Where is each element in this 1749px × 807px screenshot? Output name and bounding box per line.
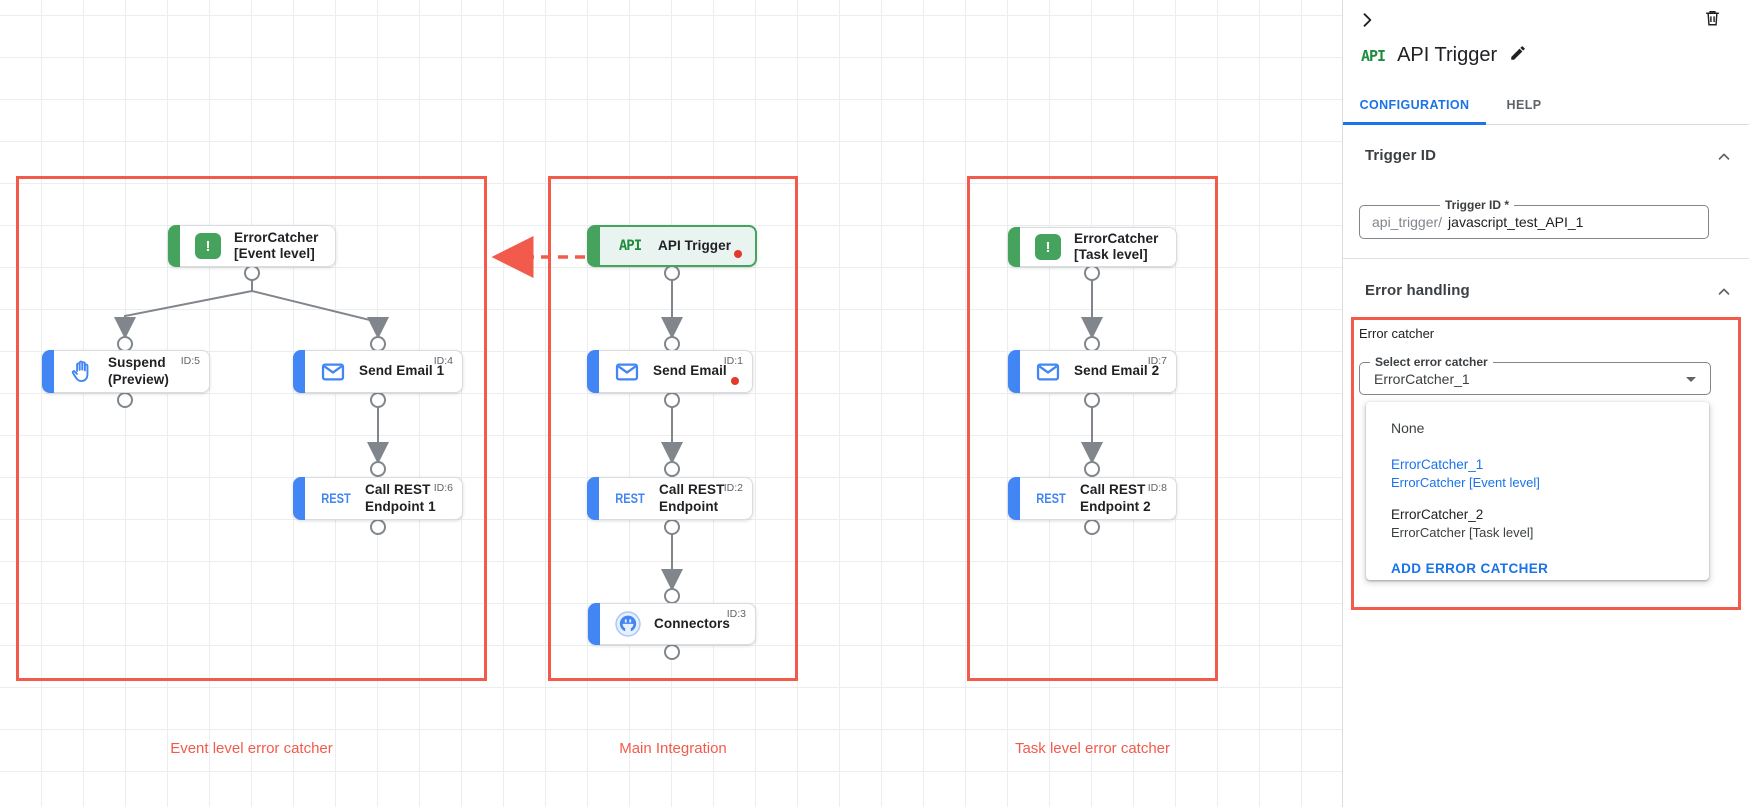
node-title: Send Email 1 <box>359 363 445 379</box>
node-send-email[interactable]: Send Email ID:1 <box>587 350 753 393</box>
error-catcher-icon: ! <box>1033 234 1063 260</box>
node-suspend-preview[interactable]: Suspend(Preview) ID:5 <box>42 350 210 393</box>
select-error-catcher-label: Select error catcher <box>1370 355 1493 369</box>
task-id-badge: ID:6 <box>433 482 453 494</box>
suspend-hand-icon <box>67 358 97 385</box>
dropdown-arrow-icon <box>1686 377 1696 382</box>
trigger-id-input[interactable]: Trigger ID * api_trigger/ javascript_tes… <box>1359 198 1709 239</box>
node-title: Connectors <box>654 615 731 631</box>
node-title: Send Email <box>653 363 727 379</box>
task-id-badge: ID:1 <box>723 355 743 367</box>
tab-configuration[interactable]: CONFIGURATION <box>1343 84 1486 125</box>
caption-main-integration: Main Integration <box>619 740 727 757</box>
email-icon <box>1033 359 1063 385</box>
rest-icon: REST <box>321 491 351 506</box>
rest-icon: REST <box>615 491 645 506</box>
collapse-error-handling-icon[interactable] <box>1715 283 1733 306</box>
node-title: API Trigger <box>658 237 732 253</box>
tab-help[interactable]: HELP <box>1506 97 1542 112</box>
node-accent-bar <box>1008 227 1020 267</box>
error-indicator-dot <box>731 377 739 385</box>
panel-title: API Trigger <box>1397 44 1498 66</box>
node-accent-bar <box>1008 477 1020 520</box>
node-accent-bar <box>1008 350 1020 393</box>
node-title: Call REST <box>1080 482 1146 498</box>
api-trigger-logo: API <box>1361 46 1386 65</box>
node-subtitle: Endpoint 2 <box>1080 498 1151 514</box>
collapse-panel-icon[interactable] <box>1357 10 1377 35</box>
node-accent-bar <box>588 226 600 266</box>
api-trigger-icon: API <box>618 238 642 254</box>
section-divider <box>1343 258 1749 259</box>
caption-task-level: Task level error catcher <box>1014 740 1171 757</box>
trigger-id-input-label: Trigger ID * <box>1440 198 1515 212</box>
node-accent-bar <box>168 225 180 267</box>
node-subtitle: Endpoint 1 <box>365 498 436 514</box>
node-title: Suspend <box>108 355 166 371</box>
node-subtitle: (Preview) <box>108 371 169 387</box>
add-error-catcher-button[interactable]: ADD ERROR CATCHER <box>1391 561 1549 576</box>
config-side-panel: API API Trigger CONFIGURATION HELP Trigg… <box>1342 0 1749 807</box>
node-accent-bar <box>42 350 54 393</box>
node-accent-bar <box>587 350 599 393</box>
node-subtitle: [Task level] <box>1074 247 1148 262</box>
caption-event-level: Event level error catcher <box>170 740 333 757</box>
select-error-catcher-value: ErrorCatcher_1 <box>1374 370 1470 387</box>
event-level-group-box <box>16 176 487 681</box>
node-errorcatcher-task-level[interactable]: ! ErrorCatcher[Task level] <box>1008 227 1177 267</box>
task-id-badge: ID:7 <box>1147 355 1167 367</box>
trigger-id-heading: Trigger ID <box>1365 147 1437 164</box>
node-title: Call REST <box>365 482 431 498</box>
collapse-trigger-id-icon[interactable] <box>1715 148 1733 171</box>
node-accent-bar <box>588 603 600 645</box>
node-title: ErrorCatcher <box>1074 230 1159 246</box>
trigger-id-value: javascript_test_API_1 <box>1448 214 1584 230</box>
error-catcher-menu: None ErrorCatcher_1 ErrorCatcher [Event … <box>1366 402 1709 580</box>
task-id-badge: ID:4 <box>433 355 453 367</box>
task-level-group-box <box>967 176 1218 681</box>
panel-tabs: CONFIGURATION HELP <box>1343 84 1749 125</box>
email-icon <box>318 359 348 385</box>
edit-title-pencil-icon[interactable] <box>1509 44 1527 67</box>
error-catcher-icon: ! <box>193 233 223 259</box>
node-subtitle: [Event level] <box>234 246 315 261</box>
node-accent-bar <box>587 477 599 520</box>
node-title: Call REST <box>659 482 725 498</box>
node-title: Send Email 2 <box>1074 363 1160 379</box>
error-handling-heading: Error handling <box>1365 282 1470 299</box>
node-title: ErrorCatcher <box>234 229 319 245</box>
task-id-badge: ID:8 <box>1147 482 1167 494</box>
task-id-badge: ID:5 <box>180 355 200 367</box>
menu-option-errorcatcher-1[interactable]: ErrorCatcher_1 ErrorCatcher [Event level… <box>1391 457 1540 490</box>
select-error-catcher-dropdown[interactable]: Select error catcher ErrorCatcher_1 <box>1359 355 1711 395</box>
node-accent-bar <box>293 477 305 520</box>
error-indicator-dot <box>734 250 742 258</box>
menu-option-errorcatcher-2[interactable]: ErrorCatcher_2 ErrorCatcher [Task level] <box>1391 507 1534 540</box>
email-icon <box>612 359 642 385</box>
main-integration-group-box <box>548 176 798 681</box>
connectors-icon <box>613 610 643 638</box>
node-subtitle: Endpoint <box>659 498 719 514</box>
menu-option-none[interactable]: None <box>1391 420 1425 436</box>
error-catcher-label: Error catcher <box>1359 326 1435 341</box>
node-accent-bar <box>293 350 305 393</box>
node-errorcatcher-event-level[interactable]: ! ErrorCatcher[Event level] <box>168 225 336 267</box>
rest-icon: REST <box>1036 491 1066 506</box>
trigger-id-prefix: api_trigger/ <box>1372 214 1443 230</box>
node-connectors[interactable]: Connectors ID:3 <box>588 603 756 645</box>
node-send-email-1[interactable]: Send Email 1 ID:4 <box>293 350 463 393</box>
connector-layer <box>114 236 1103 660</box>
node-api-trigger[interactable]: API API Trigger <box>587 225 757 267</box>
node-send-email-2[interactable]: Send Email 2 ID:7 <box>1008 350 1177 393</box>
integration-canvas[interactable]: ! ErrorCatcher[Event level] Suspend(Prev… <box>0 0 1342 807</box>
task-id-badge: ID:2 <box>723 482 743 494</box>
delete-trigger-icon[interactable] <box>1703 8 1722 33</box>
error-catcher-highlight-box <box>1351 317 1741 610</box>
task-id-badge: ID:3 <box>726 608 746 620</box>
